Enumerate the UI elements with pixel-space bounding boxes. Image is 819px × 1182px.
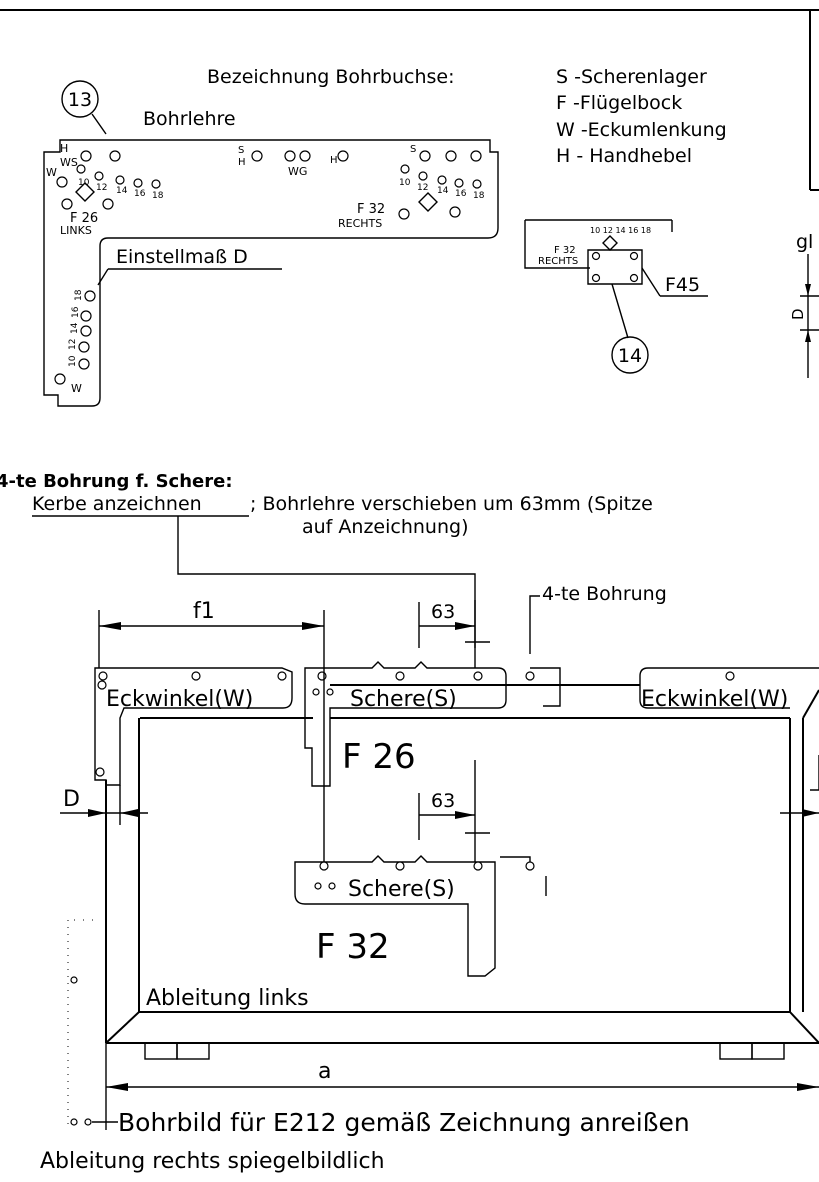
tmpl-n14b: 14: [437, 186, 449, 196]
einstellmass-label: Einstellmaß D: [116, 246, 248, 268]
label-eckwinkel-right: Eckwinkel(W): [641, 687, 788, 712]
detail14-nums: 10 12 14 16 18: [590, 226, 651, 235]
tmpl-s-right: S: [410, 144, 416, 155]
frame-outline: [105, 684, 819, 1060]
eckwinkel-right: [639, 667, 819, 791]
dim-d-left-text: D: [63, 787, 80, 812]
tmpl-v12: 12: [68, 339, 78, 350]
dim-f1-text: f1: [193, 599, 215, 624]
dim-a: a: [105, 1043, 819, 1130]
detail-14: 10 12 14 16 18 F 32 RECHTS F45 14: [524, 219, 708, 374]
schere-top: [304, 661, 561, 787]
detail14-f32: F 32: [554, 245, 576, 256]
tmpl-ws: WS: [60, 156, 78, 169]
tmpl-wg: WG: [288, 165, 307, 178]
tmpl-n10b: 10: [399, 178, 411, 188]
callout-13-number: 13: [68, 89, 92, 111]
tmpl-w-bottom: W: [71, 382, 82, 395]
schere-bottom: [294, 855, 547, 977]
note-heading: 4-te Bohrung f. Schere:: [0, 471, 233, 492]
dim-d-left: D: [60, 785, 819, 825]
legend-item-s: S -Scherenlager: [556, 66, 707, 88]
dim-a-text: a: [318, 1059, 331, 1084]
tmpl-n16b: 16: [455, 189, 467, 199]
note-line1-underlined: Kerbe anzeichnen: [32, 493, 202, 515]
tmpl-n14a: 14: [116, 186, 128, 196]
tmpl-v18: 18: [74, 289, 84, 301]
label-schere-bottom: Schere(S): [348, 877, 455, 902]
callout-14-number: 14: [618, 345, 642, 367]
tmpl-v14: 14: [70, 322, 80, 334]
detail14-rechts: RECHTS: [538, 256, 578, 267]
right-edge-fragment: gl D: [789, 231, 819, 378]
label-ableitung-links: Ableitung links: [146, 986, 309, 1011]
tmpl-v10: 10: [68, 355, 78, 367]
tmpl-n18b: 18: [473, 191, 485, 201]
tmpl-links: LINKS: [60, 224, 92, 237]
tmpl-s-mid: S: [238, 145, 244, 156]
note-line1-rest: ; Bohrlehre verschieben um 63mm (Spitze: [250, 493, 653, 515]
label-fourth-hole: 4-te Bohrung: [542, 583, 667, 605]
tmpl-n18a: 18: [152, 191, 164, 201]
tmpl-f26: F 26: [70, 211, 98, 226]
note-line2: auf Anzeichnung): [302, 516, 468, 538]
legend-item-f: F -Flügelbock: [556, 92, 682, 114]
legend-item-w: W -Eckumlenkung: [556, 119, 727, 141]
callout-13: 13: [61, 80, 107, 135]
tmpl-v16: 16: [71, 306, 81, 318]
dim-63-top-text: 63: [431, 601, 455, 623]
legend-item-h: H - Handhebel: [556, 145, 692, 167]
tmpl-h-mid2: H: [330, 155, 338, 166]
label-schere-top: Schere(S): [350, 687, 457, 712]
footer-note: Ableitung rechts spiegelbildlich: [40, 1149, 385, 1174]
sheet-frame: [0, 9, 819, 191]
label-f26: F 26: [342, 737, 416, 777]
tmpl-n12a: 12: [96, 183, 107, 193]
eckwinkel-left: [94, 667, 293, 786]
label-f32: F 32: [316, 927, 390, 967]
bottom-note: Bohrbild für E212 gemäß Zeichnung anreiß…: [118, 1108, 690, 1137]
tmpl-h-mid: H: [238, 157, 246, 168]
tmpl-n16a: 16: [134, 189, 146, 199]
detail14-f45: F45: [665, 274, 700, 296]
tmpl-n10a: 10: [78, 178, 90, 188]
dim-63-top: 63: [418, 600, 490, 668]
tmpl-f32: F 32: [357, 202, 385, 217]
drill-template: H WS W 10 12 14 16 18 F 26 LINKS 18 16 1…: [43, 139, 499, 407]
bohrlehre-label: Bohrlehre: [143, 108, 236, 130]
edge-gl: gl: [796, 231, 813, 253]
tmpl-rechts: RECHTS: [338, 217, 382, 230]
tmpl-w: W: [46, 166, 57, 179]
edge-d: D: [789, 308, 807, 320]
legend-heading: Bezeichnung Bohrbuchse:: [207, 66, 454, 88]
dotted-margin: [67, 919, 98, 1130]
tmpl-n12b: 12: [417, 183, 428, 193]
dim-63-mid-text: 63: [431, 790, 455, 812]
label-eckwinkel-left: Eckwinkel(W): [106, 687, 253, 712]
dim-f1: f1: [98, 599, 325, 668]
tmpl-h: H: [60, 142, 68, 155]
dim-63-mid: 63: [418, 760, 490, 862]
